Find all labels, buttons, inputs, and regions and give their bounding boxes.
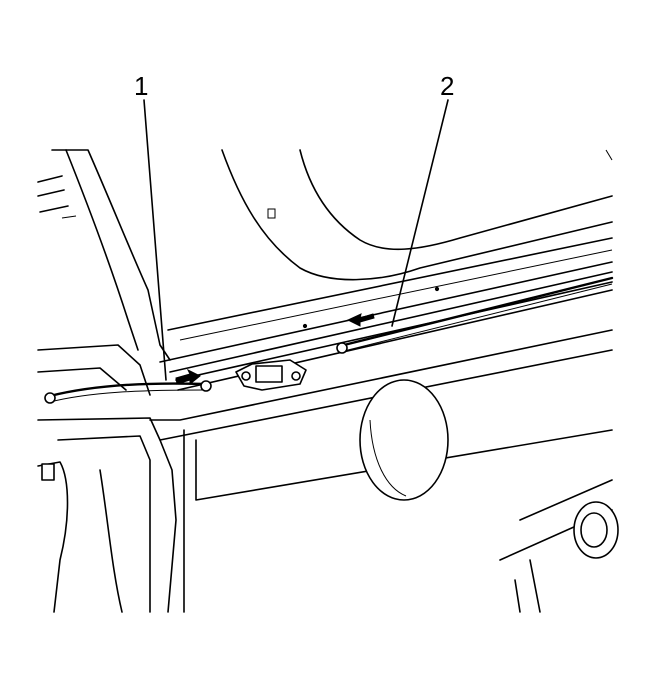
callout-1-label: 1 — [134, 71, 148, 101]
left-pillar — [37, 149, 171, 396]
drain-tube-1 — [44, 368, 212, 404]
drain-tube-2 — [336, 276, 614, 354]
grommet — [573, 501, 619, 559]
round-access-door — [359, 379, 449, 501]
leader-line-2 — [391, 99, 449, 327]
callout-2-label: 2 — [440, 71, 454, 101]
glass-opening-outline — [221, 149, 613, 281]
body-side-panel — [37, 329, 613, 613]
clip-bracket — [235, 359, 307, 391]
roof-rail-channel — [159, 237, 613, 391]
leader-line-1 — [143, 99, 167, 381]
